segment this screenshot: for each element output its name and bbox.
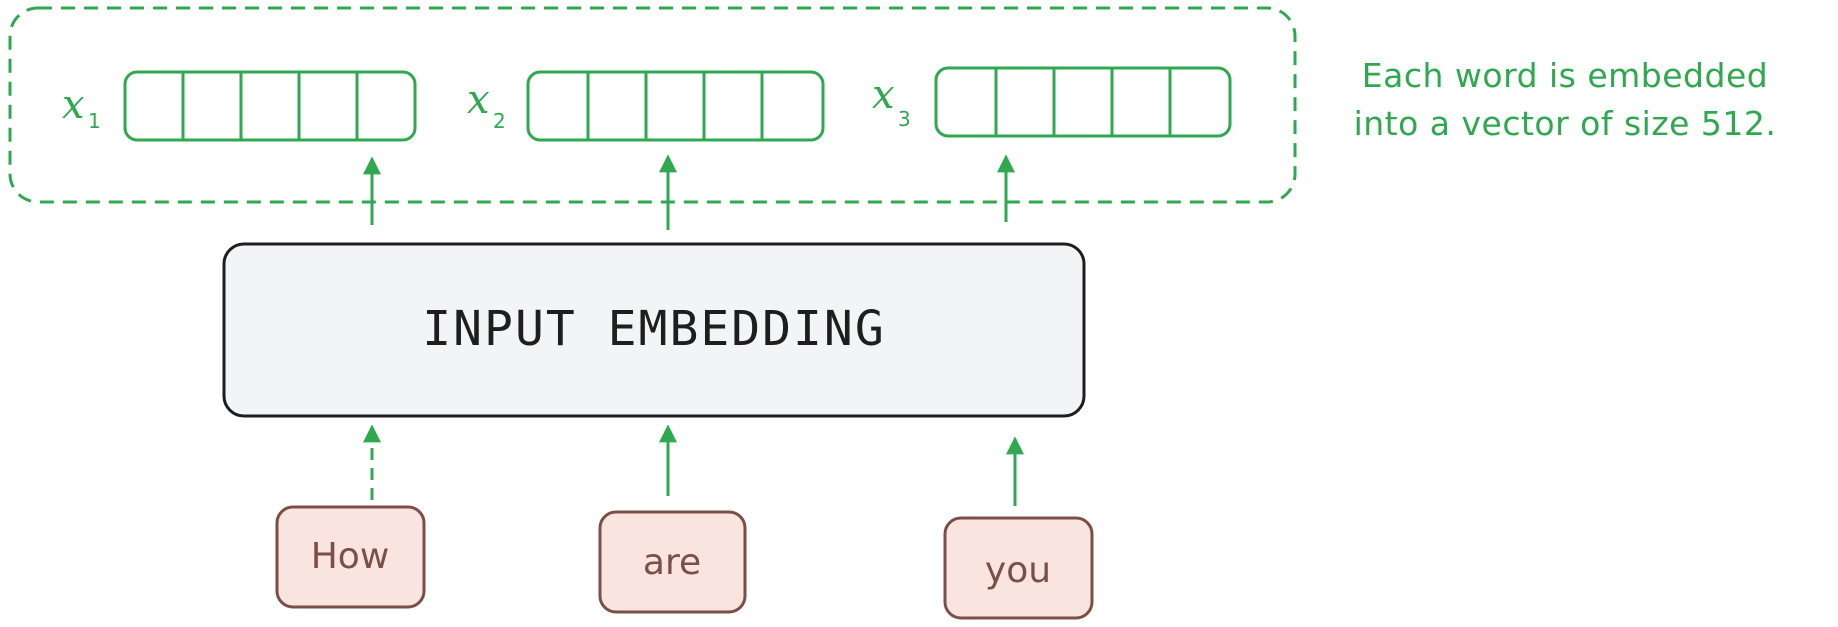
vector-x3: x 3 <box>872 66 1232 138</box>
vector-label-x3: x <box>872 72 895 118</box>
vector-subscript-3: 3 <box>898 107 911 131</box>
vector-subscript-1: 1 <box>88 109 101 133</box>
vector-label-x2: x <box>467 77 490 123</box>
vector-x2: x 2 <box>467 70 825 142</box>
word-you: you <box>985 550 1051 591</box>
annotation-line-1: Each word is embedded <box>1361 56 1769 95</box>
word-token-you: you <box>943 516 1094 620</box>
vector-x1: x 1 <box>62 70 417 142</box>
word-token-are: are <box>598 510 747 614</box>
word-token-how: How <box>275 505 426 609</box>
vector-subscript-2: 2 <box>493 109 506 133</box>
input-embedding-label: INPUT EMBEDDING <box>422 301 885 357</box>
input-embedding-box: INPUT EMBEDDING <box>222 242 1086 418</box>
vector-label-x1: x <box>62 82 85 128</box>
annotation-line-2: into a vector of size 512. <box>1353 104 1777 143</box>
word-are: are <box>643 542 701 583</box>
word-how: How <box>311 536 390 577</box>
vector-size-annotation: Each word is embedded into a vector of s… <box>1300 52 1830 148</box>
vector-group-border <box>8 6 1297 204</box>
